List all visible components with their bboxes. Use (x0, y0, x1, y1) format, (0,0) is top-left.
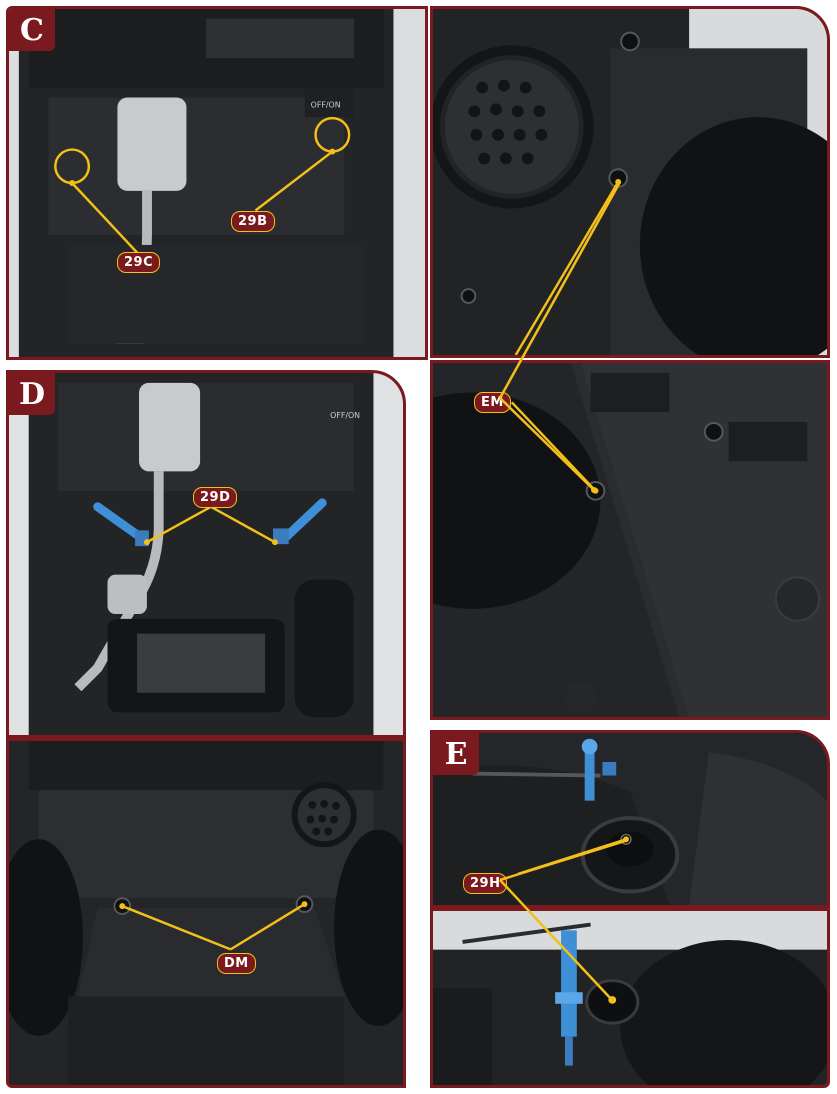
muffler-shape (117, 97, 187, 191)
panel-em-upper (430, 6, 830, 358)
muffler-shape-d (139, 382, 201, 472)
panel-em-lower-photo (433, 363, 827, 717)
step-badge-c: C (9, 9, 55, 51)
panel-e-lower (430, 908, 830, 1088)
panel-em-lower (430, 360, 830, 720)
panel-em-upper-photo (433, 9, 827, 355)
panel-e-lower-photo (433, 911, 827, 1085)
panel-d: OFF/ON D 29D (6, 370, 406, 738)
callout-29c: 29C (117, 252, 161, 273)
panel-d-photo: OFF/ON (9, 373, 403, 735)
callout-29d: 29D (193, 487, 238, 508)
step-badge-e: E (433, 733, 479, 775)
panel-c: OFF/ON C 29C 29B (6, 6, 428, 360)
switch-label: OFF/ON (311, 100, 341, 109)
part-29h-top (581, 738, 617, 801)
callout-dm: DM (217, 953, 256, 974)
step-badge-d: D (9, 373, 55, 415)
panel-dm-photo (9, 741, 403, 1085)
panel-c-photo: OFF/ON (9, 9, 425, 357)
callout-29b: 29B (231, 211, 275, 232)
panel-e: E 29H (430, 730, 830, 908)
callout-em: EM (474, 392, 511, 413)
switch-label-d: OFF/ON (330, 411, 360, 420)
callout-29h: 29H (463, 873, 508, 894)
panel-dm: DM (6, 738, 406, 1088)
